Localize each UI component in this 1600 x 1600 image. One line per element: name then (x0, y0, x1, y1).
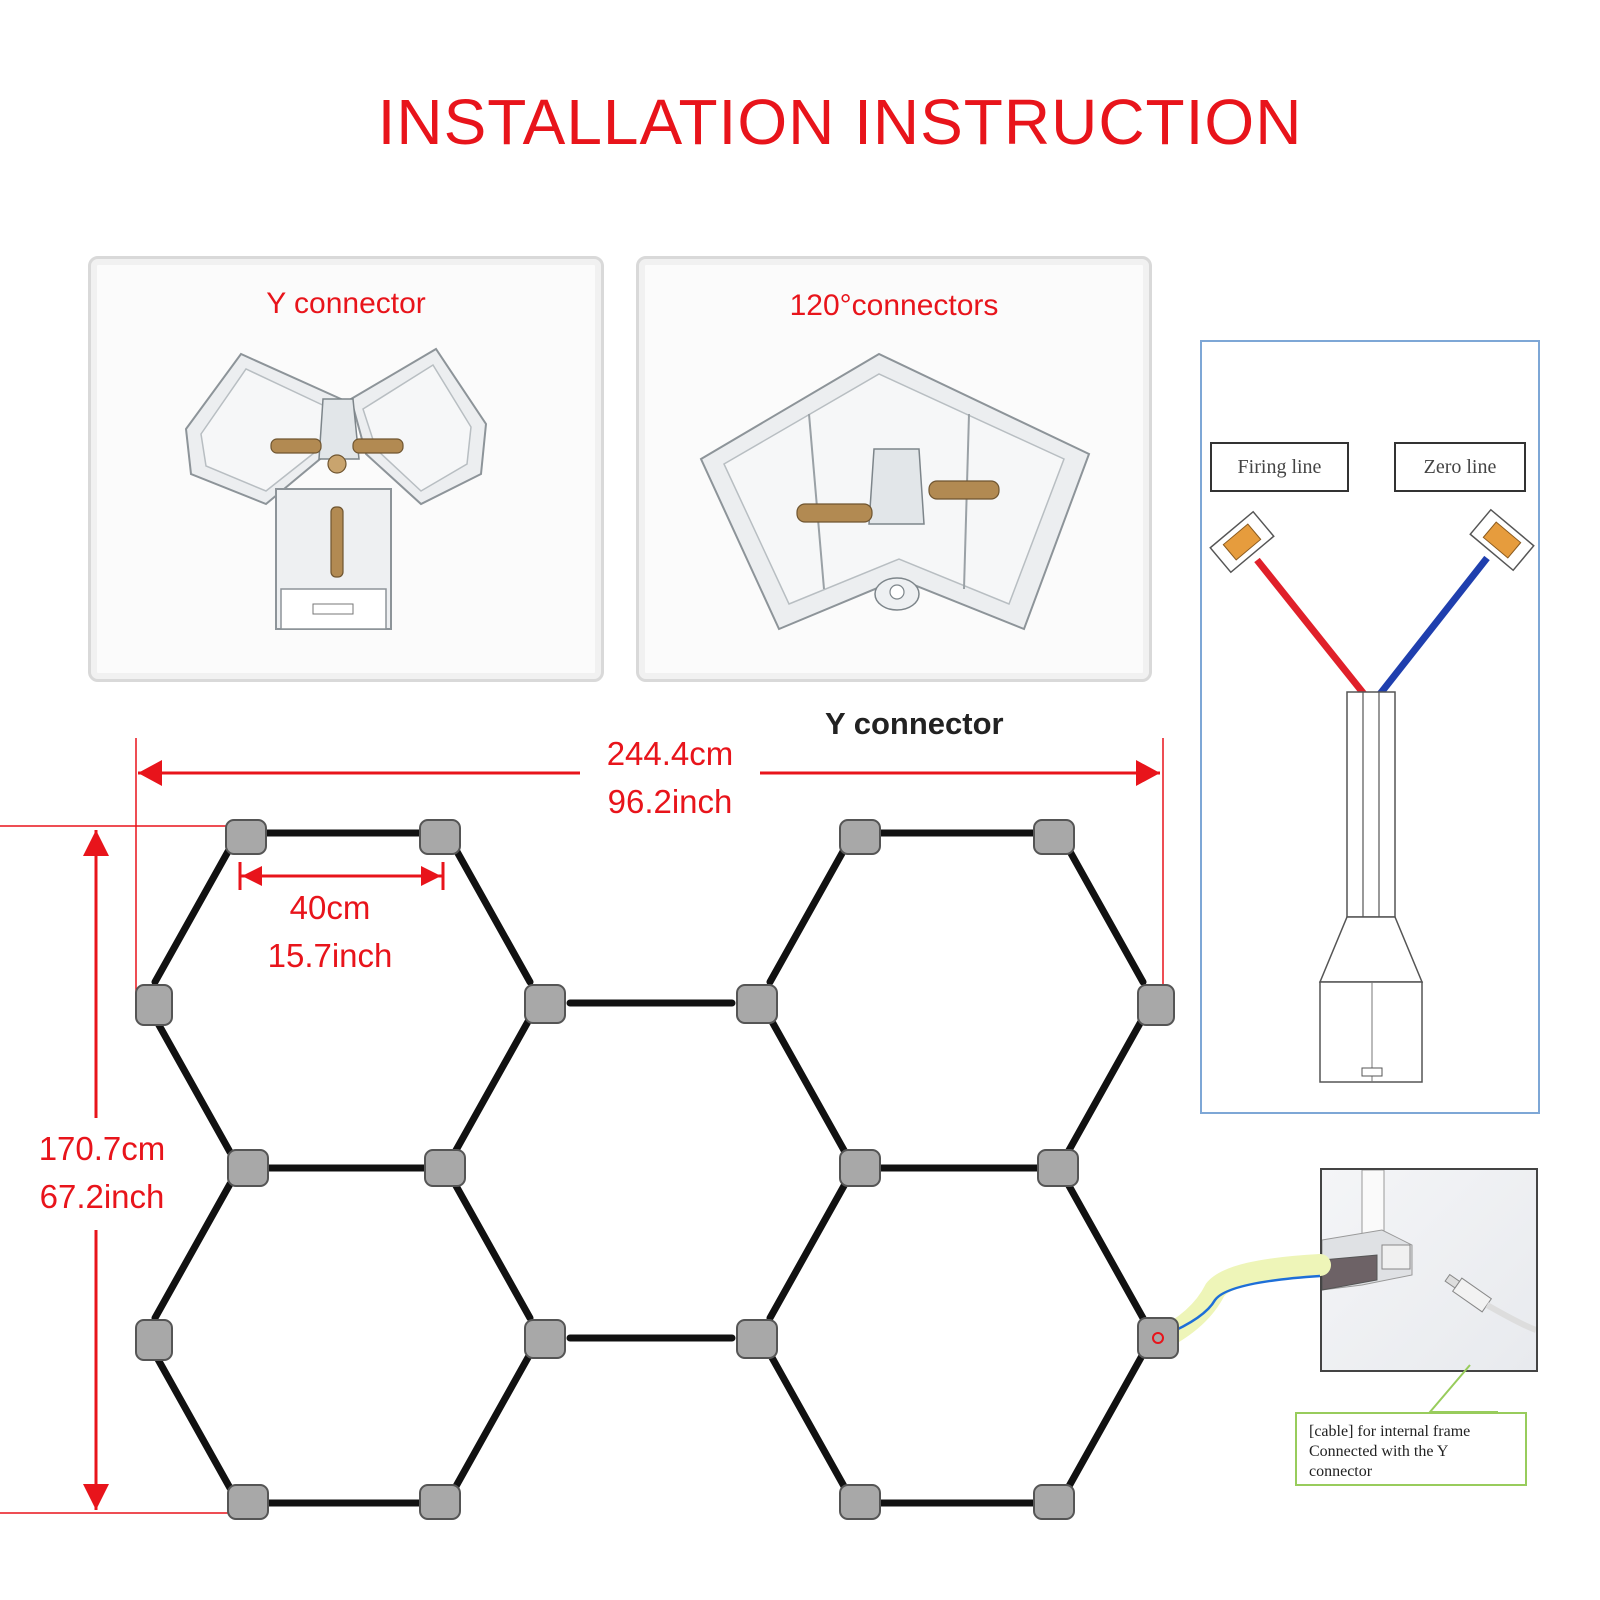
height-dimension-label: 170.7cm 67.2inch (12, 1125, 192, 1221)
y-connector-caption: Y connector (825, 706, 1004, 741)
segment-dimension-label: 40cm 15.7inch (240, 884, 420, 980)
zero-line-label: Zero line (1394, 442, 1526, 492)
segment-inch: 15.7inch (267, 937, 393, 974)
y-connector-card: Y connector (88, 256, 604, 682)
segment-cm: 40cm (289, 889, 371, 926)
frame-bars (151, 829, 1147, 1507)
cable-note-line3: connector (1309, 1463, 1373, 1480)
wiring-panel: Firing line Zero line (1200, 340, 1540, 1114)
connector-120-illustration (699, 352, 1091, 631)
height-inch: 67.2inch (39, 1178, 165, 1215)
width-cm: 244.4cm (606, 735, 734, 772)
connector-120-card: 120°connectors (636, 256, 1152, 682)
cable-note-box: [cable] for internal frame Connected wit… (1295, 1412, 1527, 1486)
cable-note-line2: Connected with the Y (1309, 1443, 1449, 1460)
frame-connectors (135, 819, 1179, 1520)
page-title: INSTALLATION INSTRUCTION (377, 86, 1303, 158)
height-cm: 170.7cm (38, 1130, 166, 1167)
y-connector-illustration (184, 347, 488, 630)
cable-photo-inset (1320, 1168, 1538, 1372)
cable-photo-illustration (1322, 1170, 1536, 1333)
wire-harness-illustration (1209, 508, 1535, 1083)
cable-note-line1: [cable] for internal frame (1309, 1423, 1471, 1440)
width-dimension-label: 244.4cm 96.2inch (580, 730, 760, 826)
firing-line-label: Firing line (1210, 442, 1349, 492)
width-inch: 96.2inch (607, 783, 733, 820)
y-connector-card-label: Y connector (266, 287, 426, 320)
connector-120-card-label: 120°connectors (789, 289, 999, 322)
